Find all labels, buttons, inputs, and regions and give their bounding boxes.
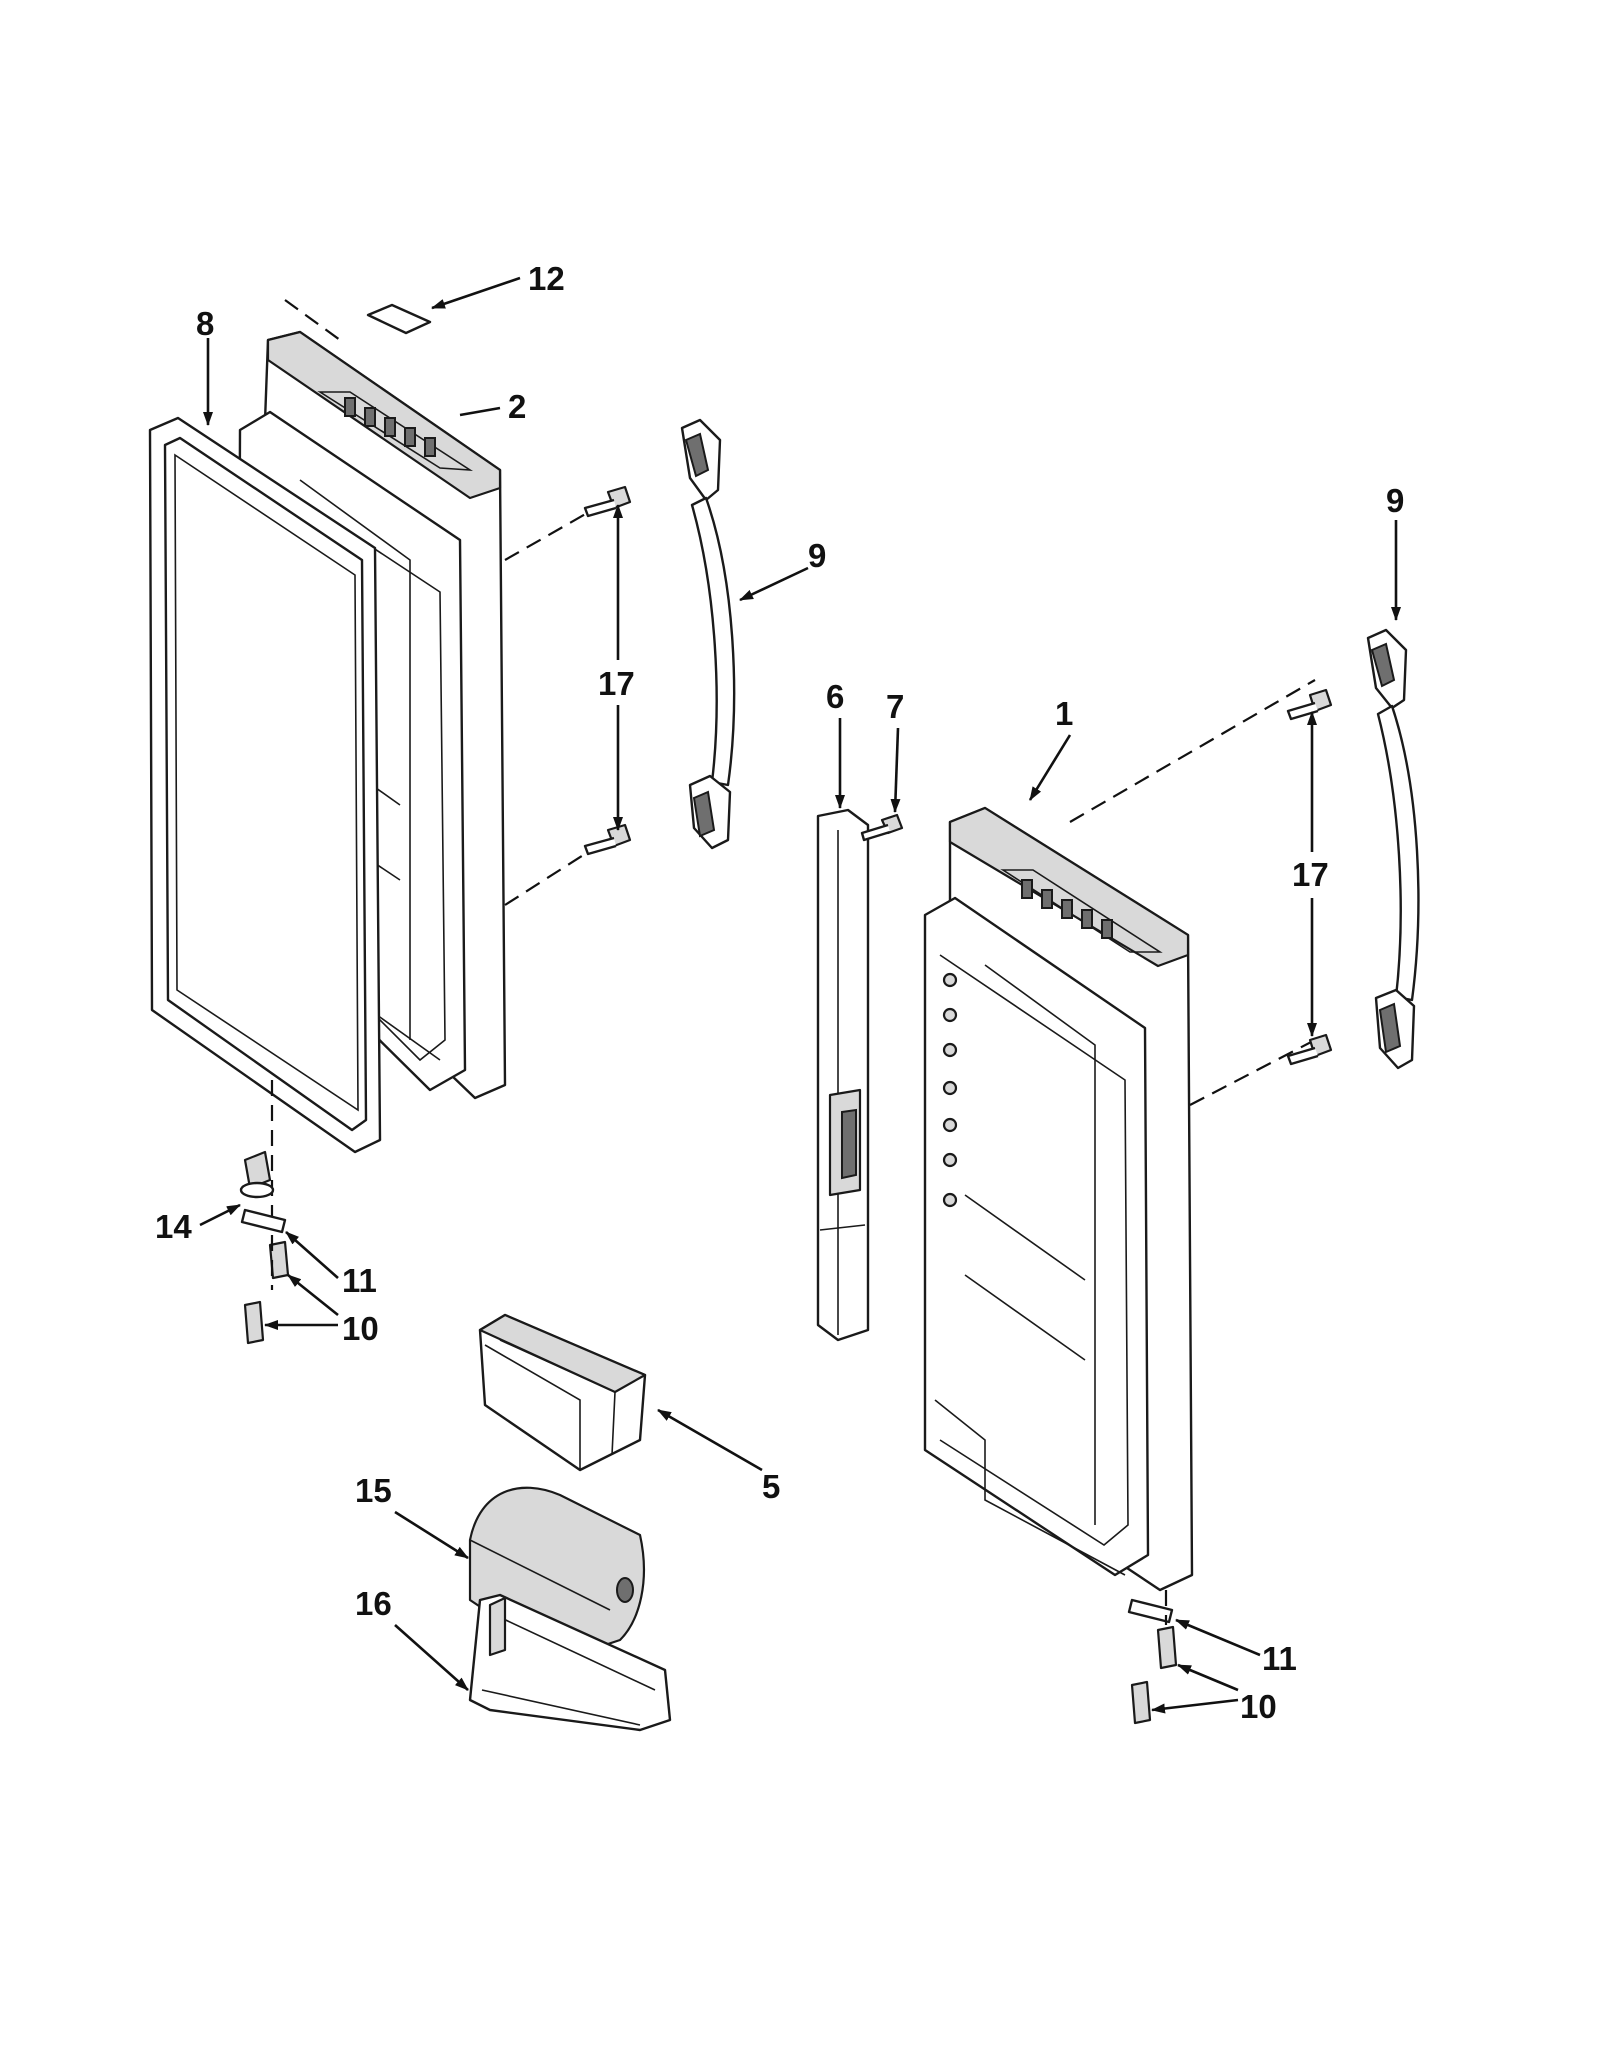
callout-2: 2 — [508, 388, 526, 425]
part-12-clip — [366, 303, 432, 335]
leader-lines — [199, 276, 1401, 1714]
callout-1: 1 — [1055, 695, 1073, 732]
callout-10-left: 10 — [342, 1310, 379, 1347]
callout-15: 15 — [355, 1472, 392, 1509]
callout-17-right: 17 — [1292, 856, 1329, 893]
callout-14: 14 — [155, 1208, 192, 1245]
right-cap-vents — [1021, 879, 1113, 939]
callout-5: 5 — [762, 1468, 780, 1505]
right-door-shelf-rails — [942, 972, 958, 1208]
right-door-liner — [923, 679, 1316, 1592]
callout-9-left: 9 — [808, 537, 826, 574]
left-door-gasket — [148, 416, 382, 1154]
callout-8: 8 — [196, 305, 214, 342]
left-hinge-hardware — [239, 1150, 290, 1345]
callout-16: 16 — [355, 1585, 392, 1622]
mullion-screw — [860, 813, 904, 842]
left-door-handle — [680, 418, 736, 850]
callout-11-left: 11 — [342, 1262, 377, 1299]
callout-17-left: 17 — [598, 665, 635, 702]
callout-9-right: 9 — [1386, 482, 1404, 519]
door-bin — [478, 1313, 647, 1472]
callout-7: 7 — [886, 688, 904, 725]
callout-12: 12 — [528, 260, 565, 297]
callout-6: 6 — [826, 678, 844, 715]
left-door-liner — [148, 299, 611, 1225]
center-mullion — [816, 808, 870, 1342]
dairy-bin — [468, 1593, 672, 1732]
callout-11-right: 11 — [1262, 1640, 1297, 1677]
right-hinge-hardware — [1127, 1598, 1178, 1725]
right-door-handle — [1366, 628, 1420, 1070]
right-handle-screws — [1286, 688, 1333, 1066]
callout-10-right: 10 — [1240, 1688, 1277, 1725]
left-handle-screws — [583, 485, 632, 856]
top-cap-vents — [344, 397, 436, 457]
